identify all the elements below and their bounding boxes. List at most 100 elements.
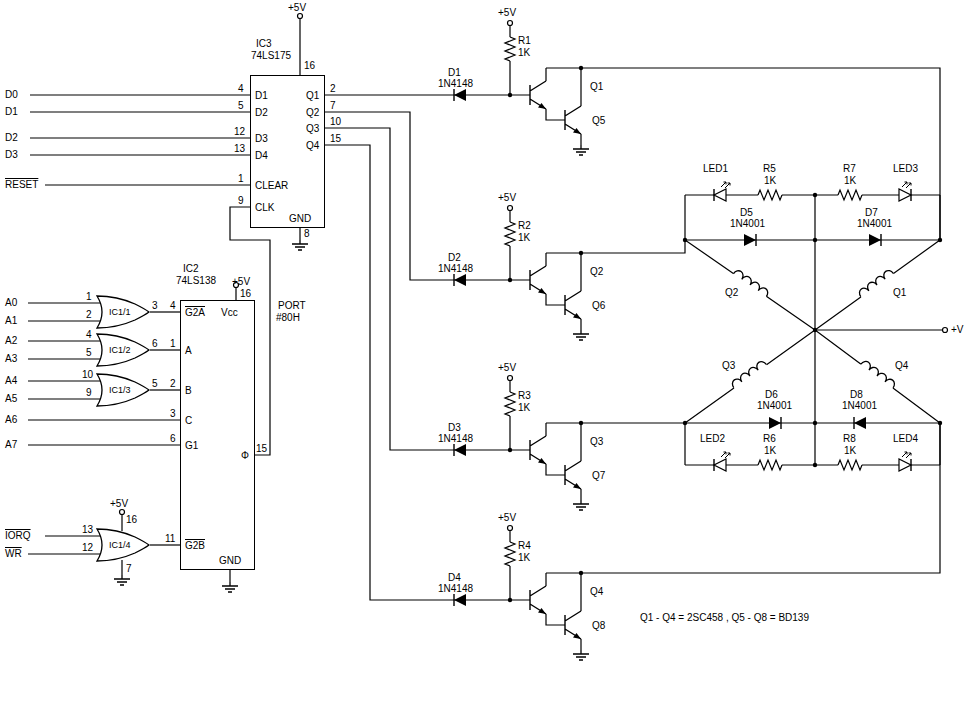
resistor-symbol (505, 222, 515, 246)
schematic-label: 5 (152, 378, 158, 390)
schematic-label: 1N4001 (730, 218, 765, 230)
motor-network-parts (854, 417, 866, 429)
schematic-label: Q8 (592, 620, 605, 632)
channel-wire (325, 145, 940, 650)
schematic-label: Q2 (725, 287, 738, 299)
schematic-label: R2 (518, 220, 531, 232)
power-terminals (120, 510, 125, 515)
schematic-label: 4 (86, 329, 92, 341)
schematic-label: Q1 - Q4 = 2SC458 , Q5 - Q8 = BD139 (640, 612, 809, 624)
schematic-label: A0 (5, 297, 17, 309)
channel-wire (325, 25, 940, 240)
power-terminals (943, 328, 948, 333)
schematic-label: 1K (764, 175, 776, 187)
motor-network-parts (860, 359, 897, 389)
schematic-label: D5 (740, 207, 753, 219)
schematic-label: D3 (448, 422, 461, 434)
input-wires (122, 288, 236, 582)
motor-network-parts (899, 182, 911, 201)
diode-symbol (454, 594, 466, 606)
schematic-label: 13 (82, 524, 93, 536)
junction-dots (683, 193, 942, 467)
schematic-label: +5V (498, 362, 516, 374)
schematic-label: +5V (232, 276, 250, 288)
chip-label: IC2 (183, 263, 199, 275)
schematic-label: WR (5, 548, 22, 560)
schematic-label: D1 (5, 106, 18, 118)
junction-dot (579, 571, 583, 575)
pin-name: CLK (255, 202, 274, 214)
pin-name: Q3 (306, 123, 319, 135)
schematic-label: D7 (865, 207, 878, 219)
channel-wire (325, 128, 685, 500)
schematic-label: 1K (518, 552, 530, 564)
schematic-label: D1 (448, 67, 461, 79)
schematic-label: D8 (850, 389, 863, 401)
schematic-label: A7 (5, 439, 17, 451)
pin-name: Q4 (306, 140, 319, 152)
or-gate: IC1/4 (95, 528, 150, 562)
schematic-label: LED2 (700, 433, 725, 445)
motor-network-parts (714, 452, 730, 471)
schematic-label: 11 (165, 533, 175, 545)
transistor-symbol (530, 586, 546, 614)
gate-label: IC1/1 (109, 306, 131, 318)
schematic-label: 1N4148 (438, 583, 473, 595)
ground-symbol (573, 650, 589, 660)
schematic-label: PORT (278, 300, 306, 312)
schematic-label: 13 (234, 143, 245, 155)
motor-network-wires (685, 195, 942, 465)
pin-name: A (185, 345, 192, 357)
or-gate-outline (97, 529, 149, 561)
schematic-label: 2 (170, 378, 176, 390)
schematic-label: 1K (518, 47, 530, 59)
power-terminals (120, 14, 948, 515)
driver-channels (325, 21, 940, 661)
schematic-label: 1N4001 (757, 400, 792, 412)
motor-network-parts (857, 268, 894, 298)
power-terminals (298, 14, 303, 19)
pin-name: D1 (255, 90, 268, 102)
schematic-label: 1N4001 (842, 400, 877, 412)
pin-name: Q1 (306, 90, 319, 102)
pin-name: G2A (185, 307, 205, 319)
or-gate-outline (97, 374, 149, 406)
schematic-label: 1K (844, 175, 856, 187)
motor-network-parts (714, 182, 911, 471)
ground-symbol (573, 500, 589, 510)
schematic-label: +5V (110, 498, 128, 510)
junction-dot (508, 598, 512, 602)
schematic-label: A6 (5, 414, 17, 426)
schematic-label: 16 (126, 514, 137, 526)
schematic-label: R7 (843, 163, 856, 175)
input-wires (28, 303, 180, 554)
power-terminal (508, 526, 513, 531)
pin-name: D2 (255, 107, 268, 119)
schematic-label: 15 (256, 443, 267, 455)
chip-label: 74LS175 (251, 50, 291, 62)
input-wires (30, 95, 250, 185)
power-terminal (508, 376, 513, 381)
motor-network-parts (838, 460, 862, 470)
transistor-symbol (565, 291, 581, 319)
connector-wire (150, 311, 180, 312)
schematic-label: 8 (304, 228, 310, 240)
schematic-label: 2 (330, 83, 336, 95)
schematic-label: LED1 (703, 163, 728, 175)
schematic-label: 4 (238, 83, 244, 95)
junction-dot (579, 421, 583, 425)
schematic-label: 10 (330, 116, 341, 128)
junction-dots (813, 238, 817, 242)
pin-name: G2B (185, 540, 205, 552)
schematic-label: 6 (152, 338, 158, 350)
schematic-label: 3 (152, 300, 158, 312)
gate-label: IC1/4 (109, 539, 131, 551)
schematic-label: 1N4001 (857, 218, 892, 230)
schematic-label: 1N4148 (438, 433, 473, 445)
junction-dot (579, 251, 583, 255)
schematic-label: 1N4148 (438, 263, 473, 275)
motor-network-parts (838, 190, 862, 200)
pin-name: Φ (241, 450, 249, 462)
